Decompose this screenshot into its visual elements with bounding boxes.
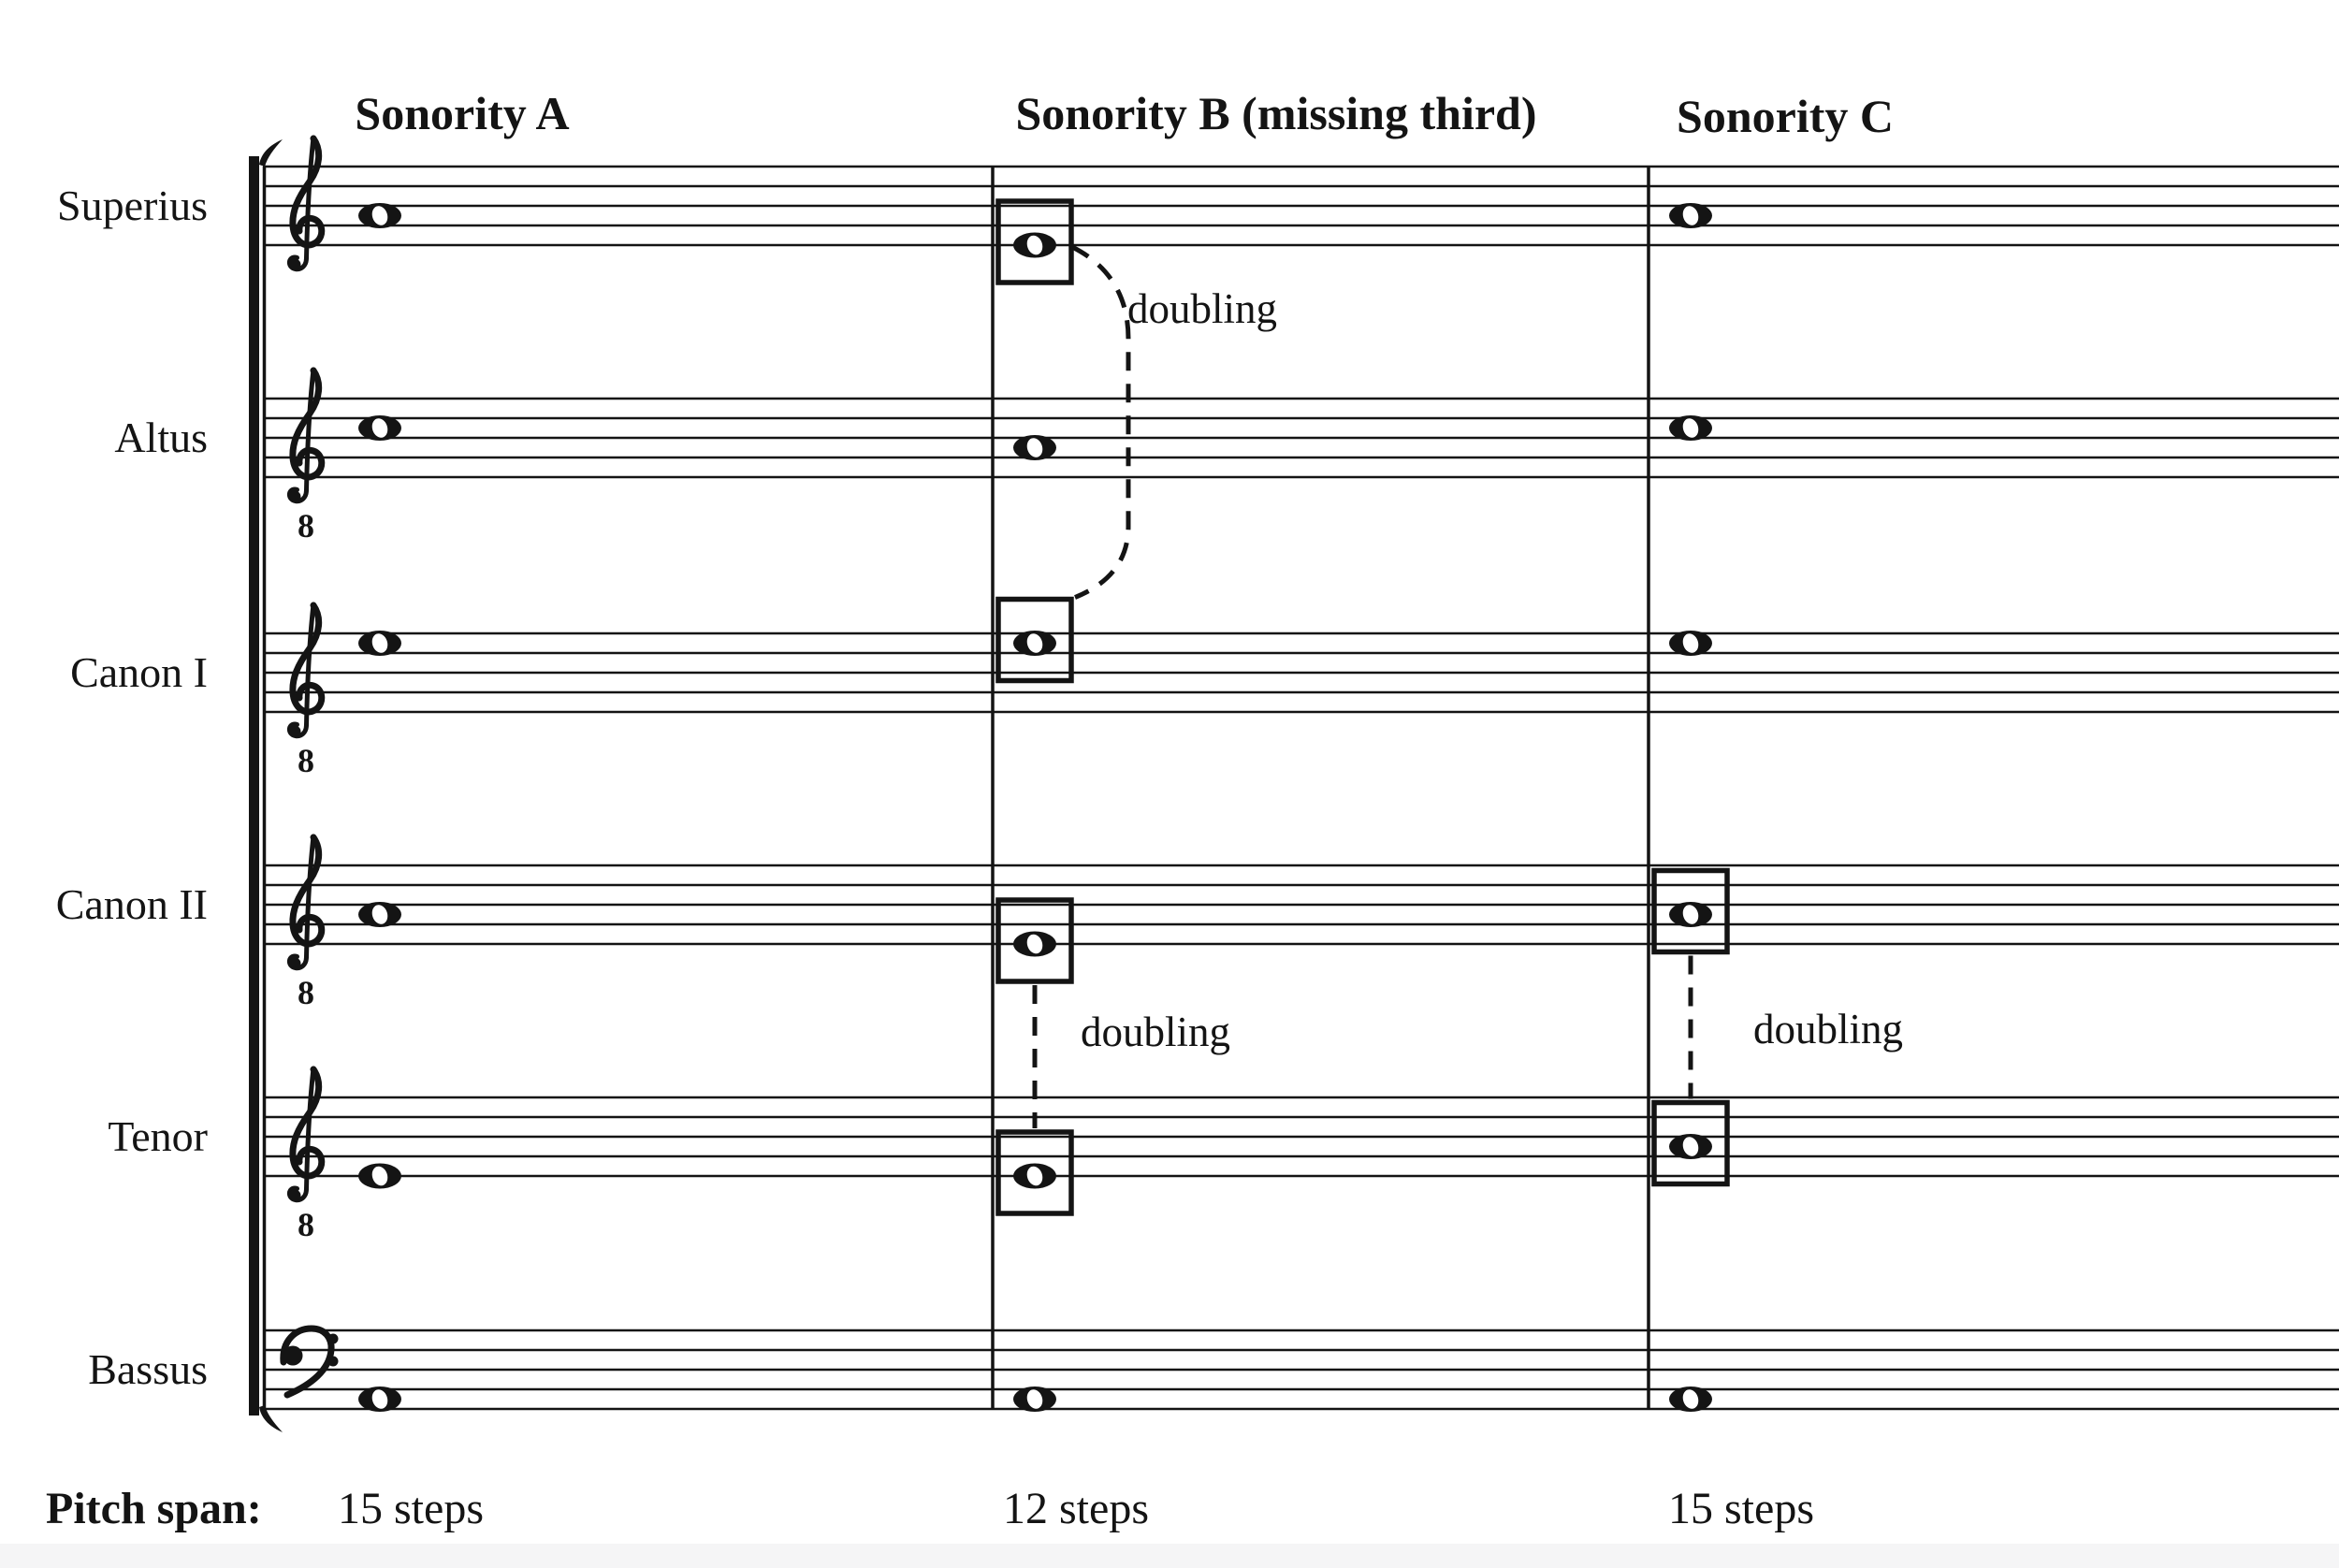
- note-hole: [371, 418, 388, 438]
- clef-layer: 8 8 8 8: [283, 138, 339, 1395]
- doubling-box-superius-b: [995, 198, 1074, 285]
- pitch-span-value-c: 15 steps: [1668, 1484, 1814, 1533]
- doubling-box-tenor-c: [1651, 1099, 1730, 1187]
- doubling-label-b-lower: doubling: [1081, 1009, 1230, 1055]
- page-bottom-edge: [0, 1544, 2339, 1568]
- note-hole: [1026, 438, 1043, 457]
- barline-layer: [262, 167, 1650, 1409]
- whole-note-canon-ii-c: [1669, 902, 1712, 927]
- voice-label-canon-ii: Canon II: [56, 880, 208, 928]
- sonority-a-header: Sonority A: [355, 87, 569, 139]
- note-hole: [371, 206, 388, 225]
- whole-note-altus-b: [1013, 435, 1056, 460]
- staff-altus: [263, 397, 2339, 479]
- note-hole: [371, 905, 388, 924]
- note-hole: [1682, 206, 1699, 225]
- whole-note-altus-c: [1669, 415, 1712, 441]
- whole-note-superius-c: [1669, 203, 1712, 228]
- voice-label-canon-i: Canon I: [70, 648, 208, 696]
- whole-note-canon-i-c: [1669, 631, 1712, 656]
- note-hole: [1026, 235, 1043, 255]
- staff-superius: [263, 165, 2339, 247]
- box-layer: [995, 198, 1730, 1216]
- whole-note-bassus-b: [1013, 1387, 1056, 1412]
- doubling-box-canon-ii-b: [995, 897, 1074, 984]
- octave-8-mark: 8: [298, 507, 314, 544]
- note-hole: [1026, 1389, 1043, 1409]
- whole-note-tenor-c: [1669, 1134, 1712, 1159]
- voice-label-bassus: Bassus: [88, 1345, 208, 1393]
- bass-clef-icon: [283, 1328, 339, 1395]
- whole-note-bassus-a: [358, 1387, 401, 1412]
- staff-tenor: [263, 1096, 2339, 1178]
- sonority-c-header: Sonority C: [1677, 90, 1894, 142]
- doubling-box-canon-ii-c: [1651, 867, 1730, 955]
- note-hole: [1682, 905, 1699, 924]
- doubling-box-tenor-b: [995, 1129, 1074, 1216]
- label-layer: Sonority A Sonority B (missing third) So…: [46, 87, 1903, 1533]
- whole-note-canon-i-b: [1013, 631, 1056, 656]
- pitch-span-label: Pitch span:: [46, 1484, 262, 1533]
- whole-note-tenor-b: [1013, 1163, 1056, 1189]
- whole-note-canon-ii-b: [1013, 931, 1056, 957]
- note-hole: [1682, 418, 1699, 438]
- voice-label-superius: Superius: [57, 181, 208, 229]
- staff-canon-i: [263, 632, 2339, 714]
- system-bracket: [249, 139, 283, 1432]
- note-layer: [358, 203, 1712, 1412]
- note-hole: [1682, 633, 1699, 653]
- whole-note-altus-a: [358, 415, 401, 441]
- staff-bassus: [263, 1328, 2339, 1411]
- staff-canon-ii: [263, 864, 2339, 946]
- pitch-span-value-a: 15 steps: [338, 1484, 484, 1533]
- doubling-label-c: doubling: [1753, 1006, 1903, 1053]
- note-hole: [1682, 1137, 1699, 1156]
- whole-note-superius-a: [358, 203, 401, 228]
- note-hole: [1026, 633, 1043, 653]
- doubling-label-b-upper: doubling: [1127, 285, 1277, 332]
- treble-clef-8-icon: [289, 1068, 322, 1202]
- octave-8-mark: 8: [298, 974, 314, 1011]
- whole-note-canon-i-a: [358, 631, 401, 656]
- note-hole: [1026, 934, 1043, 954]
- treble-clef-8-icon: [289, 370, 322, 503]
- connector-layer: [1032, 244, 1693, 1128]
- octave-8-mark: 8: [298, 1206, 314, 1243]
- treble-clef-8-icon: [289, 836, 322, 970]
- whole-note-canon-ii-a: [358, 902, 401, 927]
- doubling-connector-b-superius-canon-i: [1070, 244, 1131, 600]
- whole-note-superius-b: [1013, 232, 1056, 258]
- doubling-box-canon-i-b: [995, 596, 1074, 684]
- sonority-b-header: Sonority B (missing third): [1015, 87, 1536, 139]
- voice-label-tenor: Tenor: [108, 1112, 208, 1160]
- note-hole: [1026, 1166, 1043, 1186]
- voice-label-altus: Altus: [114, 414, 208, 461]
- whole-note-tenor-a: [358, 1163, 401, 1189]
- treble-clef-8-icon: [289, 604, 322, 738]
- whole-note-bassus-c: [1669, 1387, 1712, 1412]
- system-bracket-icon: [249, 139, 283, 1432]
- note-hole: [1682, 1389, 1699, 1409]
- treble-clef-icon: [289, 138, 322, 271]
- note-hole: [371, 633, 388, 653]
- octave-8-mark: 8: [298, 742, 314, 779]
- note-hole: [371, 1166, 388, 1186]
- staff-lines-layer: [263, 165, 2339, 1411]
- note-hole: [371, 1389, 388, 1409]
- pitch-span-value-b: 12 steps: [1003, 1484, 1149, 1533]
